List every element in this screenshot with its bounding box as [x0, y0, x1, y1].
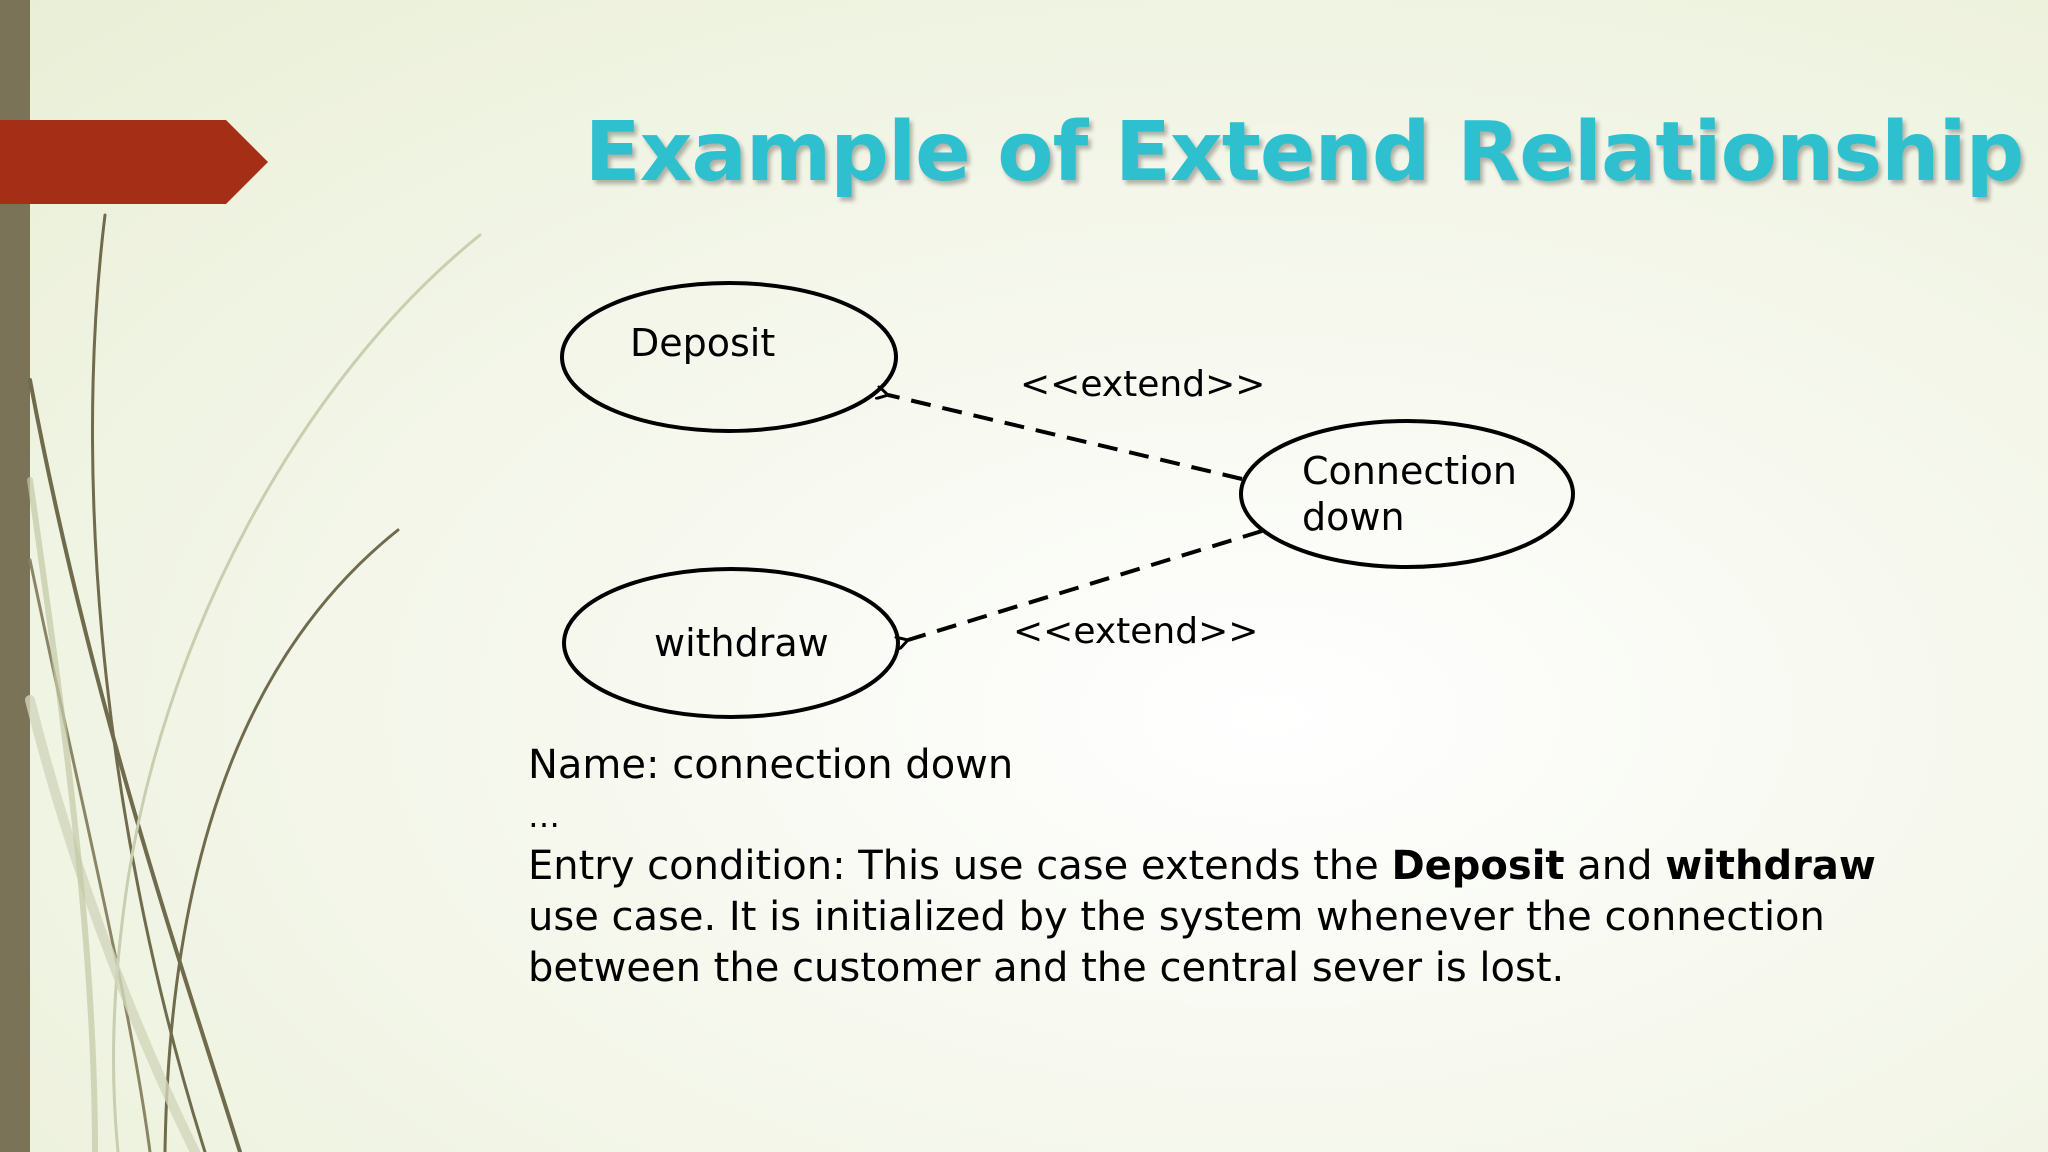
entry-mid: and: [1564, 843, 1666, 889]
grass-decoration: [25, 213, 482, 1152]
title-accent-tab: [0, 120, 268, 204]
deposit-label: Deposit: [630, 321, 776, 365]
deposit-use-case-ellipse: [560, 281, 898, 433]
withdraw-bold: withdraw: [1665, 843, 1876, 889]
extend-arrow-to-deposit: [888, 395, 1243, 481]
entry-condition-text: Entry condition: This use case extends t…: [528, 841, 1948, 994]
slide-title: Example of Extend Relationship: [584, 105, 2025, 200]
connection-label-line1: Connection: [1302, 449, 1518, 493]
use-case-description: Name: connection down … Entry condition:…: [528, 740, 1948, 994]
entry-prefix: Entry condition: This use case extends t…: [528, 843, 1392, 889]
extend-label-deposit: <<extend>>: [1020, 364, 1266, 405]
connection-label-line2: down: [1302, 495, 1405, 539]
extend-label-withdraw: <<extend>>: [1013, 611, 1259, 652]
deposit-bold: Deposit: [1391, 843, 1565, 889]
withdraw-label: withdraw: [654, 621, 829, 665]
name-line: Name: connection down: [528, 742, 1014, 788]
connection-down-label: Connection down: [1302, 448, 1517, 540]
ellipsis-line: …: [528, 797, 560, 835]
entry-rest: use case. It is initialized by the syste…: [528, 894, 1825, 991]
connection-down-use-case-ellipse: [1239, 419, 1575, 569]
